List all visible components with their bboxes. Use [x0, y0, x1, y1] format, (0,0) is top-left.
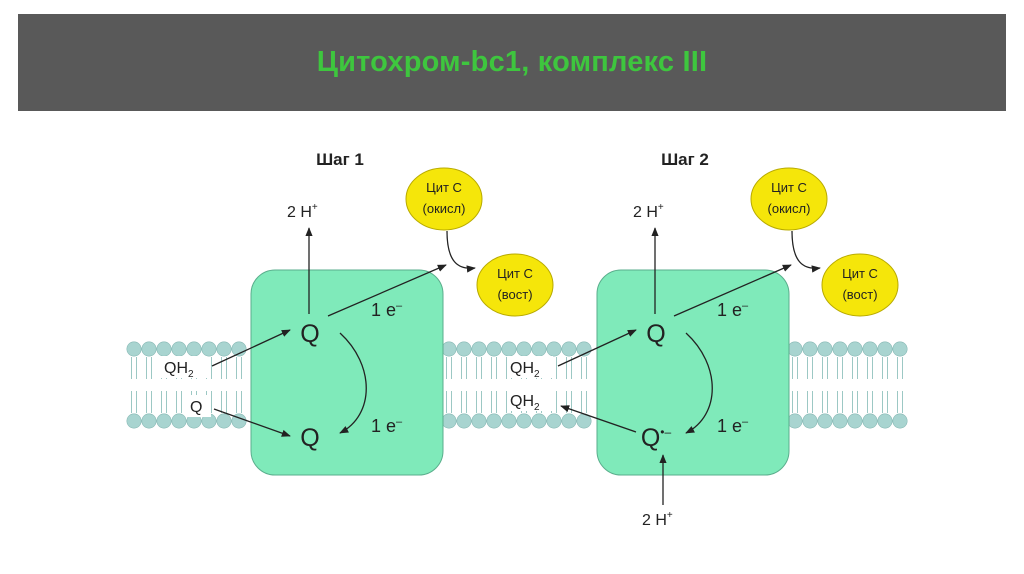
lipid-head [126, 413, 142, 429]
lipid-head [441, 341, 457, 357]
lipid-head [486, 341, 502, 357]
step-1-qh2-arrow [211, 329, 291, 367]
lipid-head [156, 341, 172, 357]
step-1-electron-to-cyt-arrow [327, 264, 447, 317]
lipid-head [141, 341, 157, 357]
step-1-cyt-c-oxidized: Цит С (окисл) [405, 167, 483, 231]
lipid-head [561, 341, 577, 357]
lipid-head [877, 413, 893, 429]
lipid-head [156, 413, 172, 429]
step-2-electron-top: 1 e– [717, 300, 749, 320]
lipid-head [141, 413, 157, 429]
svg-text:(вост): (вост) [497, 287, 532, 302]
lipid-head [516, 341, 532, 357]
step-1-heading: Шаг 1 [316, 150, 364, 169]
lipid-head [126, 341, 142, 357]
step-1-curved-arrow [339, 332, 367, 434]
lipid-head [456, 413, 472, 429]
lipid-head [216, 413, 232, 429]
step-1: Шаг 1 2 H+ Цит С (окисл) Цит С (вост) Q … [161, 150, 554, 476]
lipid-head [892, 413, 908, 429]
lipid-head [817, 413, 833, 429]
step-2-qh2-out-label: QH2 [510, 393, 540, 413]
step-2-qh2-in-arrow [557, 329, 637, 367]
step-1-complex [250, 269, 444, 476]
step-2-cyt-c-oxidized: Цит С (окисл) [750, 167, 828, 231]
lipid-head [456, 341, 472, 357]
step-1-q-arrow [213, 408, 291, 437]
lipid-head [471, 413, 487, 429]
step-2-q-bottom: Q•– [641, 424, 672, 452]
svg-text:Цит С: Цит С [771, 180, 807, 195]
step-2-curved-arrow [685, 332, 713, 434]
svg-text:Цит С: Цит С [842, 266, 878, 281]
lipid-head [471, 341, 487, 357]
step-1-q-bottom: Q [300, 424, 319, 452]
lipid-head [877, 341, 893, 357]
lipid-head [546, 341, 562, 357]
lipid-head [231, 341, 247, 357]
step-2-cyt-transfer-arrow [791, 230, 821, 273]
svg-text:(окисл): (окисл) [768, 201, 811, 216]
step-2-cyt-c-reduced: Цит С (вост) [821, 253, 899, 317]
lipid-head [802, 413, 818, 429]
step-2-electron-to-cyt-arrow [673, 264, 792, 317]
lipid-head [171, 341, 187, 357]
lipid-head [501, 341, 517, 357]
step-2: Шаг 2 2 H+ Цит С (окисл) Цит С (вост) Q … [507, 150, 899, 529]
lipid-head [531, 341, 547, 357]
step-1-cyt-c-reduced: Цит С (вост) [476, 253, 554, 317]
lipid-head [501, 413, 517, 429]
step-2-qh2-out-arrow [560, 405, 637, 433]
step-1-qh2-label-bg [161, 356, 207, 378]
lipid-head [802, 341, 818, 357]
lipid-head [186, 341, 202, 357]
lipid-head [441, 413, 457, 429]
lipid-head [832, 341, 848, 357]
lipid-head [787, 413, 803, 429]
step-1-electron-top: 1 e– [371, 300, 403, 320]
step-1-q-top: Q [300, 320, 319, 348]
lipid-head [546, 413, 562, 429]
step-2-qh2-out-label-bg [507, 389, 553, 411]
lipid-head [516, 413, 532, 429]
lipid-head [892, 341, 908, 357]
svg-text:Цит С: Цит С [497, 266, 533, 281]
lipid-head [201, 341, 217, 357]
lipid-head [787, 341, 803, 357]
svg-text:(окисл): (окисл) [423, 201, 466, 216]
lipid-head [847, 413, 863, 429]
svg-text:Цит С: Цит С [426, 180, 462, 195]
title-bar: Цитохром-bc1, комплекс III [18, 14, 1006, 111]
step-2-complex [596, 269, 790, 476]
step-2-electron-bottom: 1 e– [717, 416, 749, 436]
lipid-head [817, 341, 833, 357]
step-2-qh2-in-label: QH2 [510, 360, 540, 380]
step-2-proton-bottom: 2 H+ [642, 510, 673, 529]
step-1-cyt-transfer-arrow [446, 230, 476, 273]
membrane-bilayer [126, 341, 908, 429]
svg-text:(вост): (вост) [842, 287, 877, 302]
step-1-proton-top: 2 H+ [287, 202, 318, 221]
step-1-electron-bottom: 1 e– [371, 416, 403, 436]
lipid-head [171, 413, 187, 429]
lipid-head [486, 413, 502, 429]
step-2-q-top: Q [646, 320, 665, 348]
lipid-head [847, 341, 863, 357]
lipid-head [862, 341, 878, 357]
lipid-head [531, 413, 547, 429]
step-2-proton-top: 2 H+ [633, 202, 664, 221]
lipid-head [832, 413, 848, 429]
slide-title: Цитохром-bc1, комплекс III [316, 46, 708, 78]
step-1-qh2-label: QH2 [164, 360, 194, 380]
step-1-q-label-bg [187, 395, 211, 417]
lipid-head [216, 341, 232, 357]
lipid-head [862, 413, 878, 429]
lipid-head [561, 413, 577, 429]
step-2-qh2-in-label-bg [507, 356, 553, 378]
step-1-q-label: Q [190, 399, 202, 416]
step-2-heading: Шаг 2 [661, 150, 709, 169]
